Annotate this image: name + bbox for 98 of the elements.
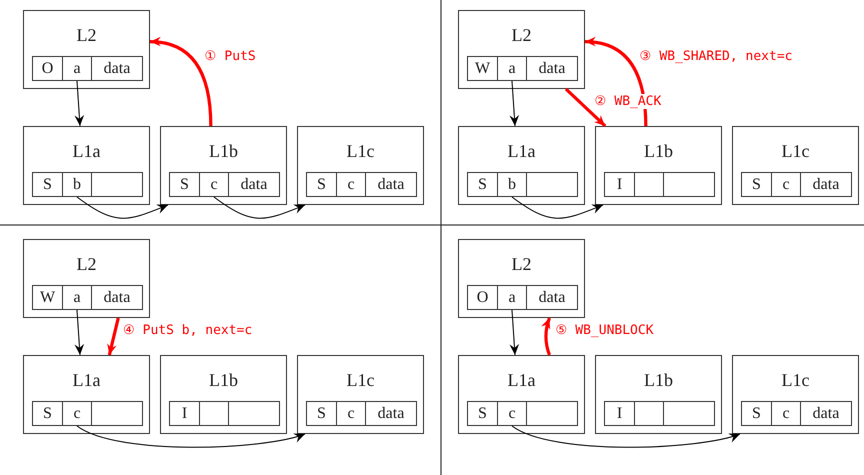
cache-name: L2: [76, 254, 98, 274]
field-cell: I: [169, 401, 200, 426]
field-cell: S: [169, 172, 200, 197]
cache-box: [297, 355, 424, 434]
cache-name: L2: [510, 25, 532, 45]
edge-label: ④ PutS b, next=c: [122, 322, 254, 338]
arrow: [510, 310, 520, 356]
field-cell: c: [497, 401, 527, 426]
arrow: [541, 317, 551, 356]
field-cell: data: [365, 172, 417, 197]
cache-box: [458, 239, 585, 318]
cache-box: [732, 126, 859, 205]
arrow: [214, 196, 306, 219]
field-cell: W: [32, 285, 63, 310]
field-cell: S: [467, 401, 498, 426]
arrow: [107, 318, 120, 356]
field-cell: S: [32, 401, 63, 426]
cache-name: L1b: [643, 141, 674, 161]
arrow: [510, 80, 520, 126]
edge-label: ③ WB_SHARED, next=c: [638, 48, 794, 64]
edge-label: ② WB_ACK: [594, 94, 662, 108]
field-cell: a: [497, 285, 527, 310]
cache-name: L1b: [643, 370, 674, 390]
cache-name: L1b: [208, 370, 239, 390]
field-cell: O: [467, 285, 498, 310]
field-cell: b: [62, 172, 92, 197]
cache-name: L1a: [506, 141, 536, 161]
cache-name: L1c: [780, 141, 810, 161]
cache-name: L1c: [780, 370, 810, 390]
field-cell: S: [741, 172, 772, 197]
edge-label: ⑤ WB_UNBLOCK: [554, 322, 655, 338]
cache-name: L1a: [72, 141, 102, 161]
arrow: [564, 88, 606, 128]
cache-box: [23, 126, 150, 205]
field-cell: c: [62, 401, 92, 426]
field-cell: I: [604, 172, 635, 197]
field-cell: [634, 172, 664, 197]
arrow: [76, 196, 168, 219]
field-cell: c: [771, 172, 801, 197]
field-cell: data: [365, 401, 417, 426]
arrow: [584, 37, 648, 126]
field-cell: W: [467, 56, 498, 81]
arrow: [512, 426, 740, 448]
field-cell: c: [336, 172, 366, 197]
field-cell: [663, 401, 715, 426]
arrow: [74, 80, 84, 126]
cache-name: L1a: [506, 370, 536, 390]
cache-name: L1c: [346, 141, 376, 161]
cache-box: [595, 355, 722, 434]
field-cell: S: [741, 401, 772, 426]
field-cell: S: [32, 172, 63, 197]
field-cell: [228, 401, 280, 426]
arrow: [150, 37, 212, 126]
cache-box: [458, 126, 585, 205]
field-cell: data: [91, 56, 143, 81]
cache-name: L2: [510, 254, 532, 274]
field-cell: c: [336, 401, 366, 426]
field-cell: c: [771, 401, 801, 426]
field-cell: a: [62, 285, 92, 310]
field-cell: [199, 401, 229, 426]
field-cell: data: [91, 285, 143, 310]
field-cell: data: [228, 172, 280, 197]
cache-box: [160, 126, 287, 205]
field-cell: S: [467, 172, 498, 197]
cache-box: [160, 355, 287, 434]
field-cell: [91, 401, 143, 426]
field-cell: a: [62, 56, 92, 81]
field-cell: c: [199, 172, 229, 197]
cache-name: L1c: [346, 370, 376, 390]
cache-box: [458, 355, 585, 434]
cache-box: [23, 239, 150, 318]
cache-box: [297, 126, 424, 205]
cache-name: L1b: [208, 141, 239, 161]
field-cell: data: [526, 56, 578, 81]
cache-box: [23, 355, 150, 434]
arrow: [74, 310, 84, 356]
field-cell: b: [497, 172, 527, 197]
field-cell: [634, 401, 664, 426]
cache-name: L2: [76, 25, 98, 45]
cache-box: [458, 10, 585, 89]
field-cell: data: [800, 172, 852, 197]
field-cell: I: [604, 401, 635, 426]
field-cell: [663, 172, 715, 197]
field-cell: [526, 172, 578, 197]
field-cell: O: [32, 56, 63, 81]
field-cell: data: [800, 401, 852, 426]
field-cell: data: [526, 285, 578, 310]
arrow: [76, 426, 306, 448]
field-cell: [526, 401, 578, 426]
cache-box: [23, 10, 150, 89]
cache-box: [595, 126, 722, 205]
field-cell: [91, 172, 143, 197]
field-cell: S: [306, 401, 337, 426]
cache-name: L1a: [72, 370, 102, 390]
field-cell: a: [497, 56, 527, 81]
cache-box: [732, 355, 859, 434]
arrow: [512, 196, 604, 219]
field-cell: S: [306, 172, 337, 197]
